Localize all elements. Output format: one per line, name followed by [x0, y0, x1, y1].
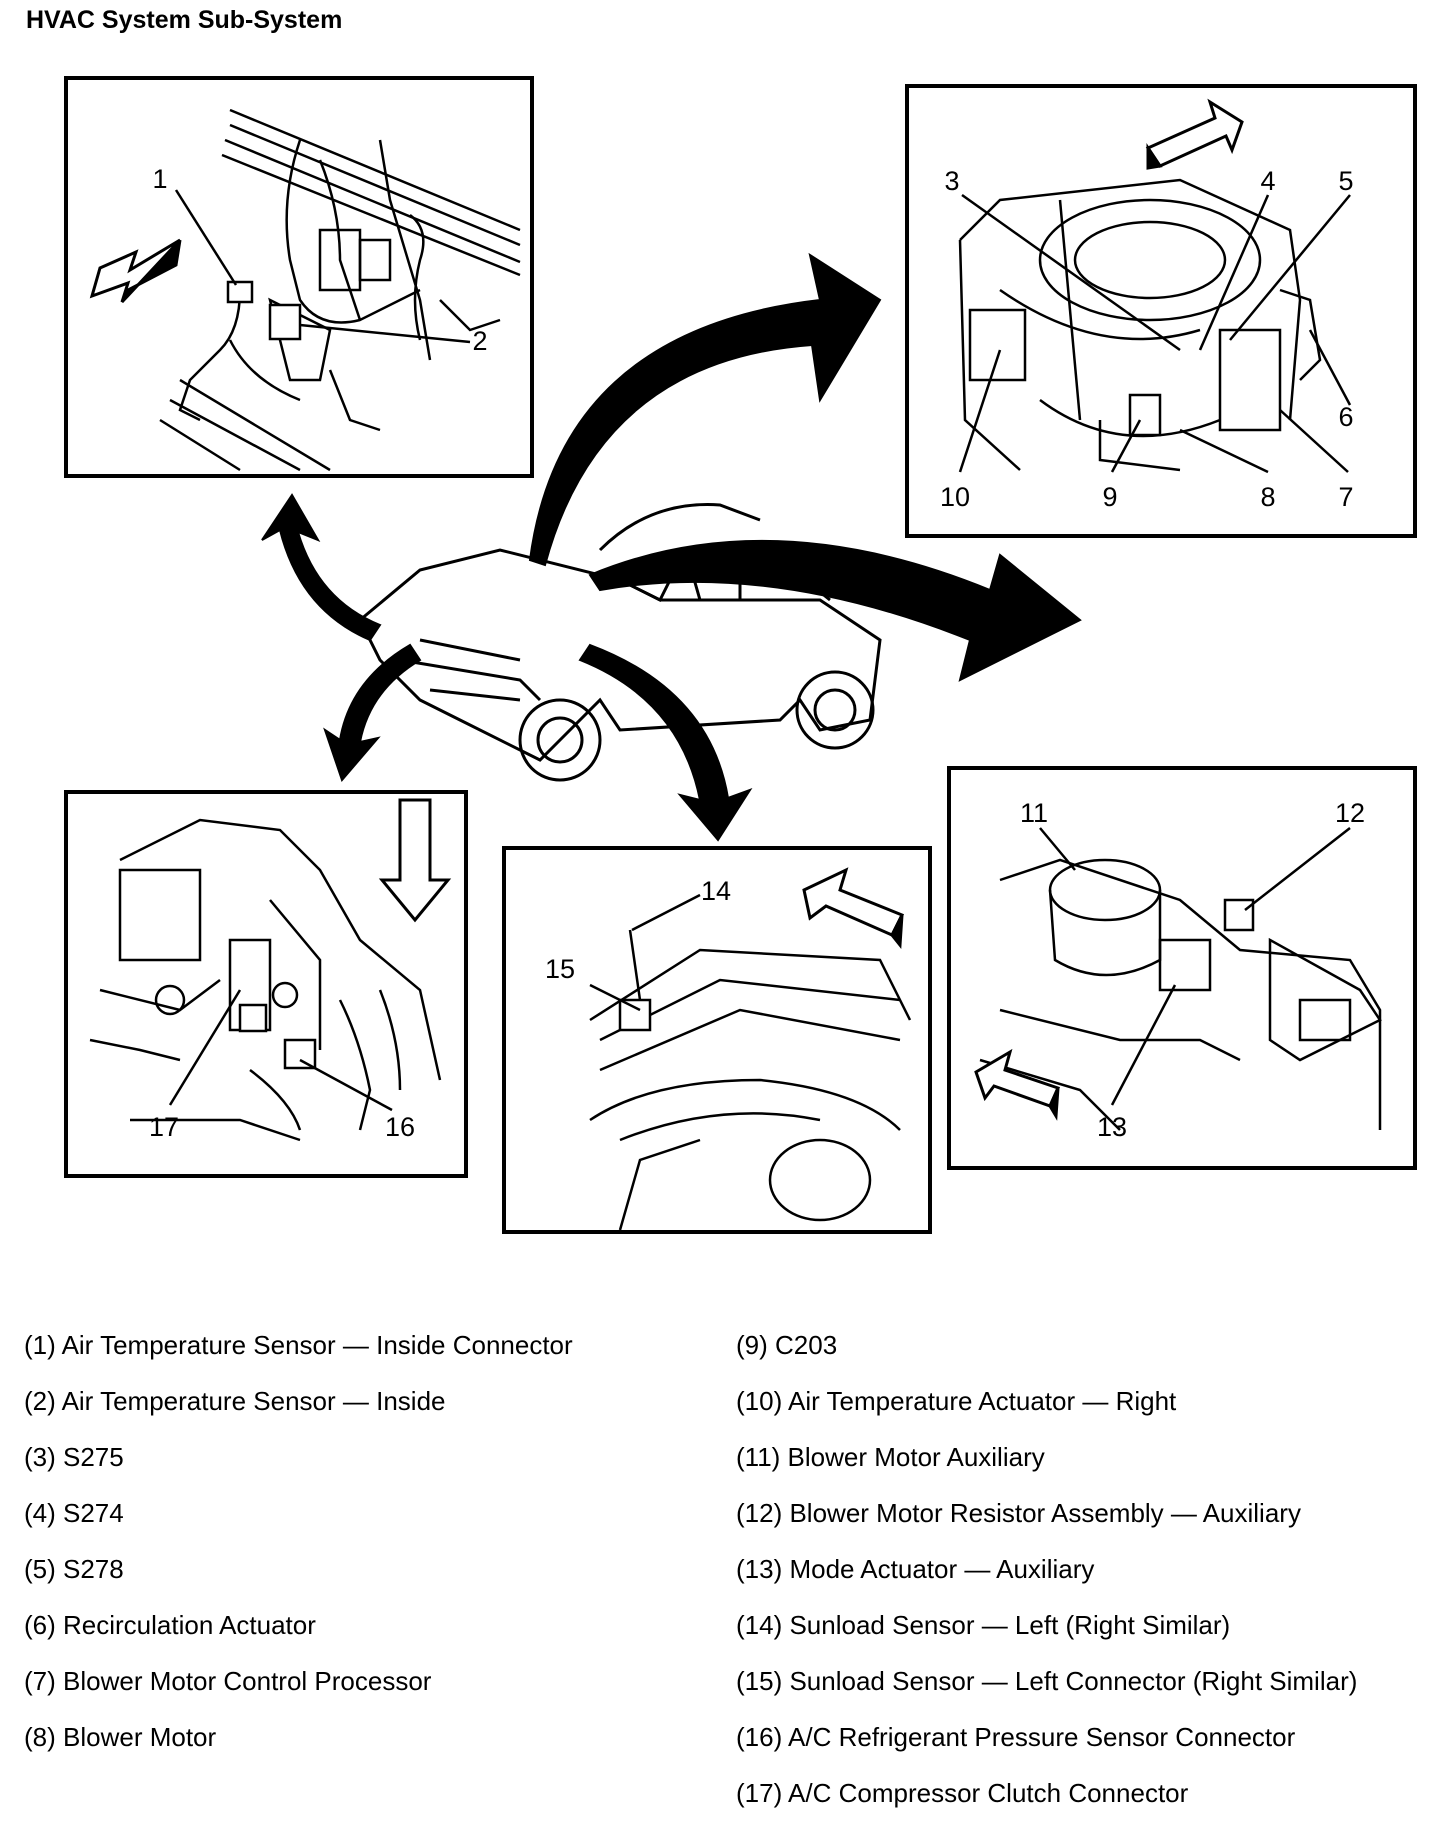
- legend-item-5: (5) S278: [24, 1554, 124, 1584]
- page-title: HVAC System Sub-System: [26, 6, 343, 34]
- leader-lines-bottom-right: [1039, 827, 1351, 1106]
- panel-bottom-right: [947, 766, 1417, 1170]
- direction-arrow-icon: [1146, 143, 1163, 170]
- direction-arrow-icon: [802, 867, 905, 937]
- legend-item-10: (10) Air Temperature Actuator — Right: [736, 1386, 1177, 1416]
- direction-arrow-icon: [120, 239, 182, 303]
- callout-13: 13: [1097, 1112, 1127, 1142]
- callout-6: 6: [1338, 402, 1353, 432]
- legend-item-9: (9) C203: [736, 1330, 838, 1360]
- panel-top-left-art: [159, 108, 521, 472]
- leader-lines-top-right: [958, 193, 1352, 474]
- legend-item-14: (14) Sunload Sensor — Left (Right Simila…: [736, 1610, 1231, 1640]
- panel-top-right-art: [958, 178, 1322, 472]
- direction-arrow-icon: [1145, 98, 1244, 168]
- callout-2: 2: [472, 326, 487, 356]
- callout-4: 4: [1260, 166, 1275, 196]
- pointer-arrows: [261, 252, 1082, 842]
- legend-item-13: (13) Mode Actuator — Auxiliary: [736, 1554, 1095, 1584]
- callout-8: 8: [1260, 482, 1275, 512]
- direction-arrow-icon: [974, 1048, 1061, 1108]
- leader-line-1: [174, 189, 238, 286]
- panel-bottom-right-art: [979, 858, 1382, 1131]
- leader-lines-bottom-left: [168, 989, 393, 1112]
- legend: (1) Air Temperature Sensor — Inside Conn…: [0, 1320, 1456, 1820]
- callout-12: 12: [1335, 798, 1365, 828]
- direction-arrow-icon: [1048, 1087, 1060, 1121]
- callout-14: 14: [701, 876, 731, 906]
- legend-item-17: (17) A/C Compressor Clutch Connector: [736, 1778, 1189, 1808]
- leader-line-2: [299, 323, 471, 344]
- hvac-diagram: 1 2 3 4 5 6 7 8 9 10 11 12 13 14 15 16 1…: [64, 76, 1417, 1234]
- callout-11: 11: [1020, 798, 1048, 828]
- panel-bottom-left-art: [89, 818, 442, 1142]
- legend-item-1: (1) Air Temperature Sensor — Inside Conn…: [24, 1330, 573, 1360]
- legend-item-8: (8) Blower Motor: [24, 1722, 217, 1752]
- down-arrow-icon: [378, 798, 452, 923]
- callout-3: 3: [944, 166, 959, 196]
- callout-10: 10: [940, 482, 970, 512]
- legend-item-11: (11) Blower Motor Auxiliary: [736, 1442, 1045, 1472]
- panel-bottom-center-art: [589, 929, 912, 1231]
- legend-item-15: (15) Sunload Sensor — Left Connector (Ri…: [736, 1666, 1358, 1696]
- legend-item-16: (16) A/C Refrigerant Pressure Sensor Con…: [736, 1722, 1296, 1752]
- callout-16: 16: [385, 1112, 415, 1142]
- callout-17: 17: [149, 1112, 179, 1142]
- callout-15: 15: [545, 954, 575, 984]
- callout-1: 1: [152, 164, 167, 194]
- legend-item-6: (6) Recirculation Actuator: [24, 1610, 316, 1640]
- callout-9: 9: [1102, 482, 1117, 512]
- legend-item-7: (7) Blower Motor Control Processor: [24, 1666, 432, 1696]
- legend-item-2: (2) Air Temperature Sensor — Inside: [24, 1386, 446, 1416]
- legend-item-4: (4) S274: [24, 1498, 124, 1528]
- direction-arrow-icon: [890, 914, 904, 949]
- legend-item-12: (12) Blower Motor Resistor Assembly — Au…: [736, 1498, 1301, 1528]
- leader-lines-bottom-center: [589, 893, 701, 1012]
- callout-7: 7: [1338, 482, 1353, 512]
- legend-item-3: (3) S275: [24, 1442, 124, 1472]
- callout-5: 5: [1338, 166, 1353, 196]
